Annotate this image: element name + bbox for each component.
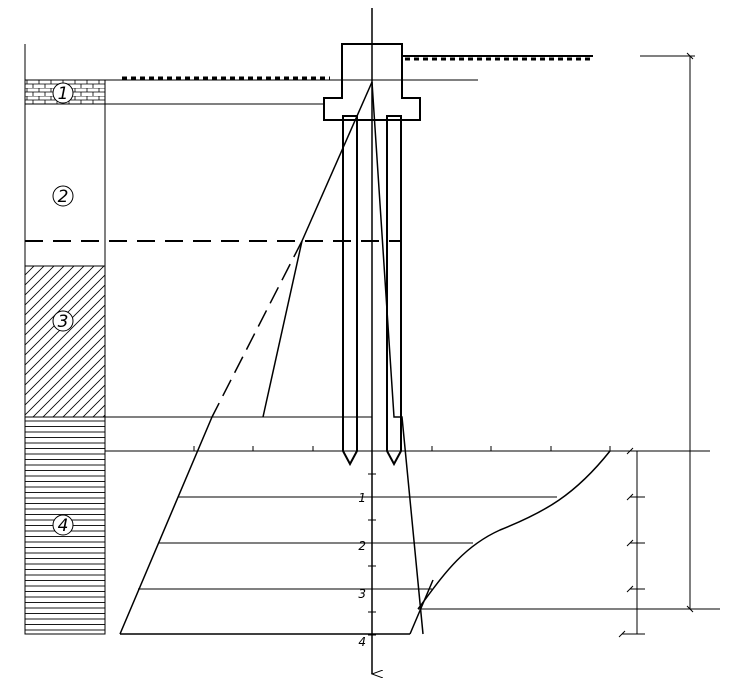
pile-left bbox=[342, 115, 358, 467]
layer-1-label: 1 bbox=[52, 82, 74, 104]
ground-surface bbox=[105, 55, 593, 105]
stress-diagram-left bbox=[119, 81, 410, 635]
depth-ticks: 1 2 3 4 bbox=[358, 473, 376, 649]
layer-3-label: 3 bbox=[52, 310, 74, 332]
stress-curve-right bbox=[417, 450, 611, 610]
soil-column: 1 2 3 4 bbox=[24, 44, 106, 635]
horizontal-axis-ticks bbox=[193, 446, 611, 451]
svg-text:1: 1 bbox=[58, 84, 69, 104]
depth-label-4: 4 bbox=[358, 635, 366, 649]
stress-diagram-right bbox=[371, 81, 434, 635]
svg-text:2: 2 bbox=[58, 187, 69, 207]
layer-3-hatch bbox=[24, 265, 106, 418]
depth-label-2: 2 bbox=[358, 539, 366, 553]
depth-reference-lines bbox=[138, 496, 720, 610]
svg-text:4: 4 bbox=[58, 516, 69, 536]
pile-cap bbox=[323, 43, 421, 121]
layer-2-label: 2 bbox=[52, 185, 74, 207]
dimension-line-segments bbox=[618, 447, 645, 638]
svg-text:3: 3 bbox=[58, 312, 69, 332]
layer-4-label: 4 bbox=[52, 514, 74, 536]
depth-label-3: 3 bbox=[358, 587, 366, 601]
depth-label-1: 1 bbox=[358, 491, 366, 505]
dimension-line-total bbox=[640, 52, 695, 613]
